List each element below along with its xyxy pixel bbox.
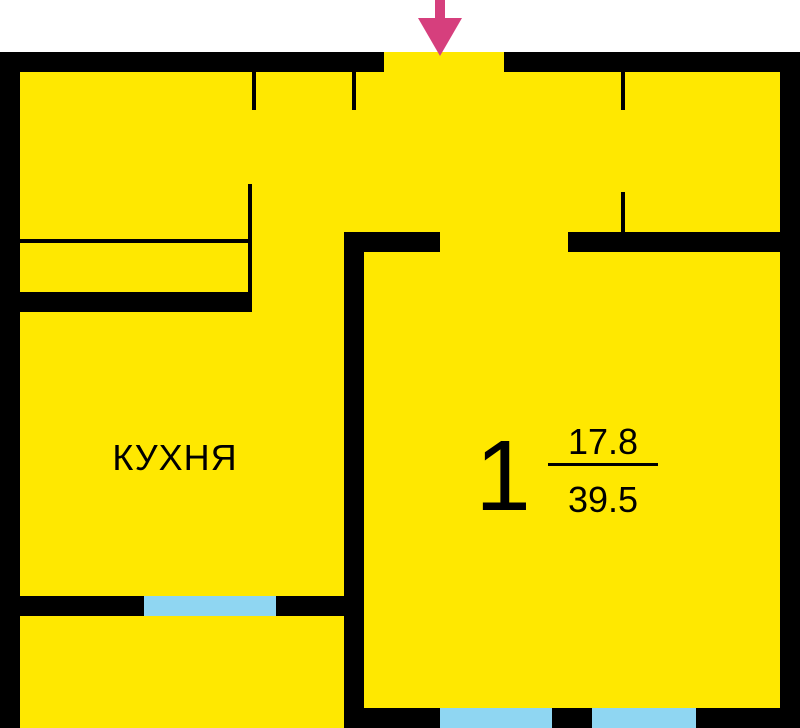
wall-right [780,52,800,728]
arrow-down-icon [418,0,462,56]
room-floor [344,232,800,728]
bathroom-partition [20,239,248,243]
total-area: 39.5 [568,479,638,520]
hallway-floor [0,52,800,252]
room-left-wall [344,232,364,728]
floor-areas [0,52,800,728]
wall-left [0,52,20,728]
wall-top-left [0,52,384,72]
wall-top-right [504,52,800,72]
closet-divider-4 [621,192,625,232]
closet-divider-1 [252,72,256,110]
bathroom-wall-vertical [248,184,252,312]
living-area: 17.8 [568,421,638,462]
room-bottom-wall [344,708,800,728]
walls [0,52,800,728]
room-top-wall-right [568,232,780,252]
windows [144,596,696,728]
kitchen-label: КУХНЯ [112,437,237,478]
kitchen-floor [0,252,364,728]
fraction-bar [548,463,658,466]
kitchen-top-wall [20,292,252,312]
closet-divider-2 [352,72,356,110]
room-window-2 [592,708,696,728]
room-top-wall-left [344,232,440,252]
room-window-1 [440,708,552,728]
room-number: 1 [475,420,531,532]
kitchen-window [144,596,276,616]
closet-divider-3 [621,72,625,110]
